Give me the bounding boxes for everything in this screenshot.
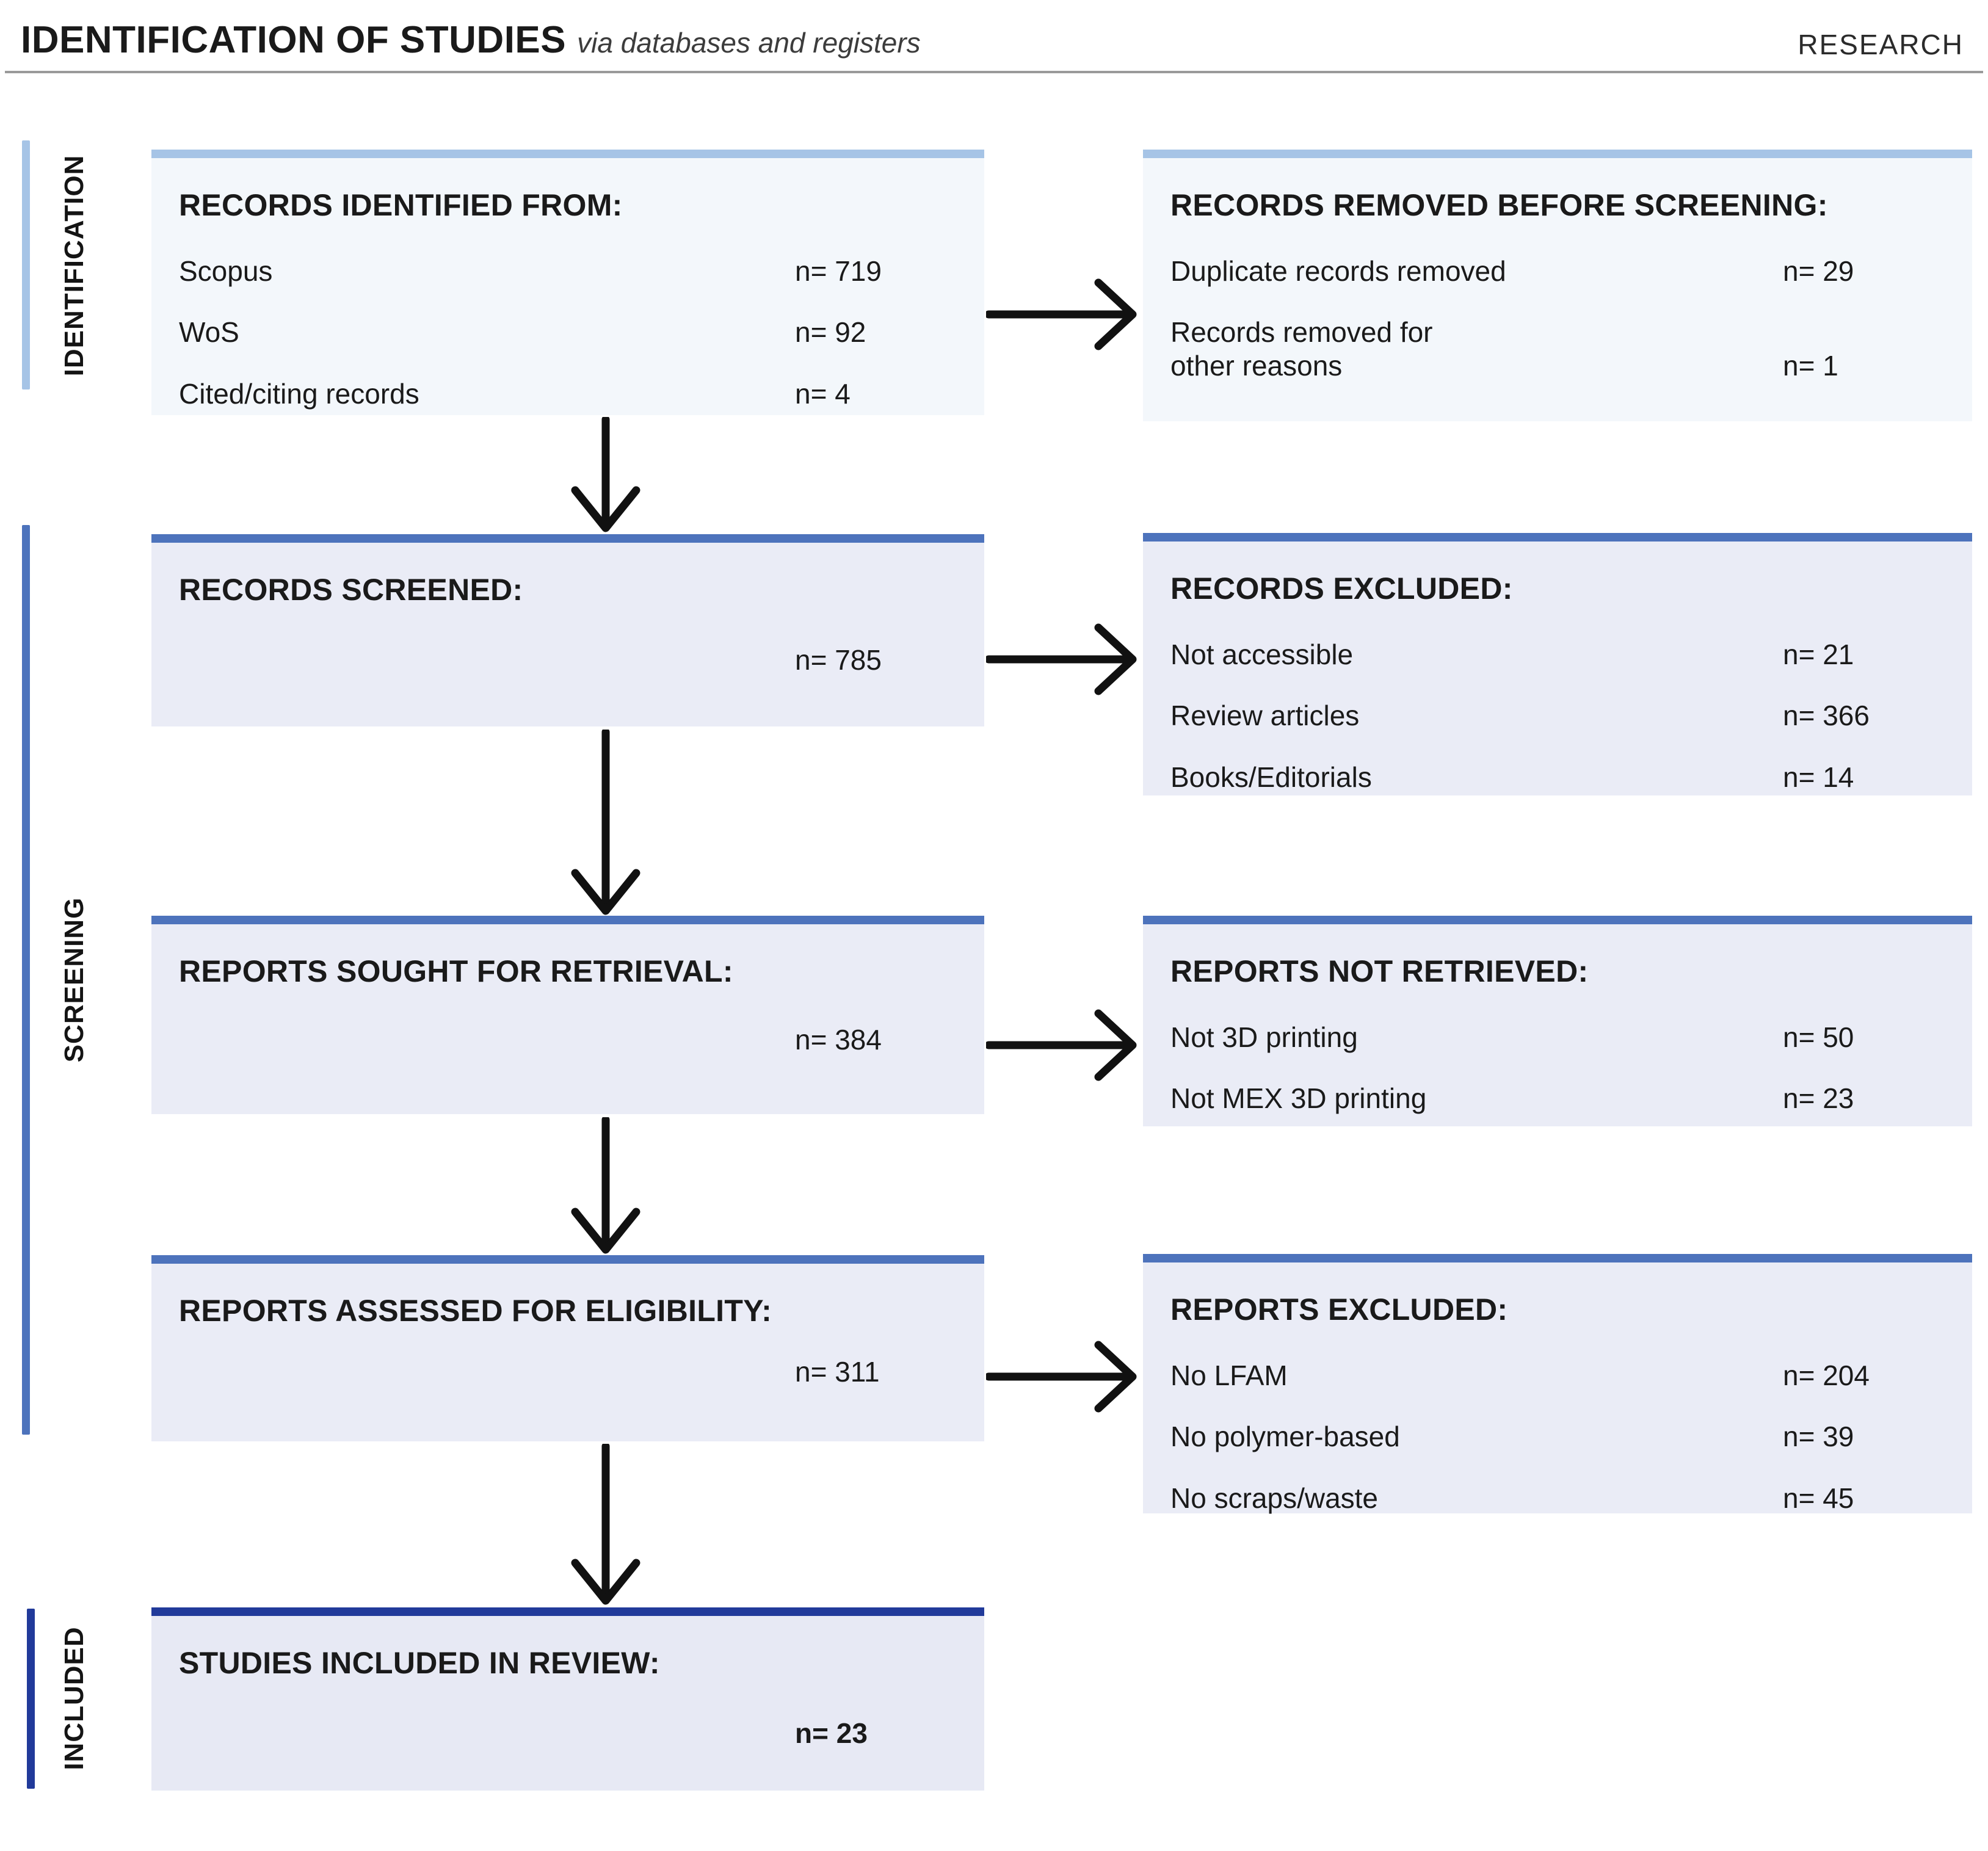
list-item: Scopus n= 719 [179, 255, 957, 288]
box-title: REPORTS NOT RETRIEVED: [1170, 954, 1589, 988]
box-items: Not accessible n= 21 Review articles n= … [1170, 638, 1945, 794]
box-items: Scopus n= 719 WoS n= 92 Cited/citing rec… [179, 255, 957, 410]
box-items: No LFAM n= 204 No polymer-based n= 39 No… [1170, 1359, 1945, 1515]
item-count: n= 21 [1783, 639, 1854, 670]
list-item: Not accessible n= 21 [1170, 638, 1945, 671]
item-label: No LFAM [1170, 1360, 1288, 1391]
item-label: Not accessible [1170, 639, 1354, 670]
box-count: n= 384 [795, 1024, 882, 1056]
item-count: n= 204 [1783, 1360, 1870, 1391]
arrow-right-icon [986, 1007, 1139, 1083]
item-label: Not 3D printing [1170, 1021, 1358, 1053]
box-title: RECORDS SCREENED: [179, 573, 523, 607]
stage-label-identification: IDENTIFICATION [59, 154, 89, 377]
item-label: Cited/citing records [179, 377, 419, 410]
item-label: Review articles [1170, 700, 1360, 732]
item-count: n= 39 [1783, 1421, 1854, 1453]
item-label: Books/Editorials [1170, 761, 1372, 793]
box-title: RECORDS IDENTIFIED FROM: [179, 188, 623, 222]
research-label: RESEARCH [1798, 29, 1964, 60]
box-studies-included: STUDIES INCLUDED IN REVIEW: n= 23 [151, 1607, 984, 1791]
box-records-removed-before-screening: RECORDS REMOVED BEFORE SCREENING: Duplic… [1143, 150, 1972, 421]
item-count: n= 1 [1783, 349, 1838, 382]
box-reports-excluded: REPORTS EXCLUDED: No LFAM n= 204 No poly… [1143, 1254, 1972, 1515]
included-stage-bar [27, 1609, 35, 1789]
item-count: n= 92 [795, 316, 866, 349]
item-count: n= 719 [795, 255, 882, 287]
item-label: Duplicate records removed [1170, 255, 1506, 287]
arrow-right-icon [986, 277, 1139, 352]
list-item: No LFAM n= 204 [1170, 1359, 1945, 1392]
item-label: WoS [179, 316, 239, 349]
item-label: No scraps/waste [1170, 1482, 1379, 1514]
list-item: Not 3D printing n= 50 [1170, 1021, 1945, 1054]
arrow-down-icon [569, 1117, 642, 1255]
list-item: Duplicate records removed n= 29 [1170, 255, 1945, 288]
box-items: Duplicate records removed n= 29 Records … [1170, 255, 1945, 382]
item-label: Not MEX 3D printing [1170, 1082, 1427, 1115]
list-item: No polymer-based n= 39 [1170, 1420, 1945, 1453]
box-count: n= 23 [795, 1717, 868, 1749]
item-count: n= 366 [1783, 700, 1870, 732]
list-item: Books/Editorials n= 14 [1170, 761, 1945, 794]
item-label: Records removed for other reasons [1170, 316, 1433, 382]
arrow-down-icon [569, 730, 642, 916]
arrow-right-icon [986, 621, 1139, 697]
item-count: n= 23 [1783, 1082, 1854, 1115]
box-records-screened: RECORDS SCREENED: n= 785 [151, 534, 984, 726]
arrow-down-icon [569, 417, 642, 533]
box-title: RECORDS REMOVED BEFORE SCREENING: [1170, 188, 1828, 222]
page-title-text: IDENTIFICATION OF STUDIES [21, 19, 567, 61]
item-count: n= 14 [1783, 761, 1854, 793]
box-reports-sought: REPORTS SOUGHT FOR RETRIEVAL: n= 384 [151, 916, 984, 1114]
page-title: IDENTIFICATION OF STUDIES via databases a… [21, 18, 921, 62]
list-item: Records removed for other reasons n= 1 [1170, 316, 1945, 382]
list-item: WoS n= 92 [179, 316, 957, 349]
box-title: STUDIES INCLUDED IN REVIEW: [179, 1646, 660, 1680]
box-title: REPORTS EXCLUDED: [1170, 1292, 1508, 1327]
box-reports-not-retrieved: REPORTS NOT RETRIEVED: Not 3D printing n… [1143, 916, 1972, 1126]
item-count: n= 45 [1783, 1482, 1854, 1514]
box-title: REPORTS ASSESSED FOR ELIGIBILITY: [179, 1294, 772, 1328]
arrow-right-icon [986, 1339, 1139, 1415]
item-label: Scopus [179, 255, 273, 287]
list-item: Cited/citing records n= 4 [179, 377, 957, 410]
box-records-identified: RECORDS IDENTIFIED FROM: Scopus n= 719 W… [151, 150, 984, 415]
list-item: Not MEX 3D printing n= 23 [1170, 1082, 1945, 1115]
stage-label-screening: SCREENING [59, 897, 89, 1063]
box-title: RECORDS EXCLUDED: [1170, 571, 1513, 606]
screening-stage-bar [22, 525, 30, 1435]
box-items: Not 3D printing n= 50 Not MEX 3D printin… [1170, 1021, 1945, 1115]
item-count: n= 4 [795, 377, 851, 410]
item-label: No polymer-based [1170, 1421, 1400, 1453]
box-reports-assessed: REPORTS ASSESSED FOR ELIGIBILITY: n= 311 [151, 1255, 984, 1441]
identification-stage-bar [22, 140, 30, 389]
item-count: n= 29 [1783, 255, 1854, 287]
page-subtitle: via databases and registers [577, 27, 921, 59]
header-divider [5, 71, 1983, 73]
box-records-excluded: RECORDS EXCLUDED: Not accessible n= 21 R… [1143, 533, 1972, 795]
list-item: No scraps/waste n= 45 [1170, 1482, 1945, 1515]
box-count: n= 785 [795, 644, 882, 676]
stage-label-included: INCLUDED [59, 1626, 89, 1770]
item-count: n= 50 [1783, 1021, 1854, 1053]
box-title: REPORTS SOUGHT FOR RETRIEVAL: [179, 954, 733, 988]
arrow-down-icon [569, 1444, 642, 1606]
list-item: Review articles n= 366 [1170, 699, 1945, 732]
box-count: n= 311 [795, 1356, 880, 1388]
